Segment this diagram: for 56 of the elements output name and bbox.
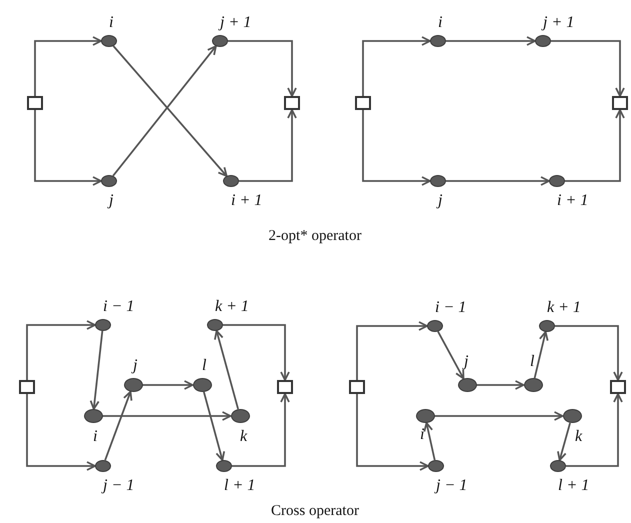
node-label: i: [438, 15, 442, 31]
node-label: j + 1: [220, 15, 252, 31]
node-label: j: [109, 193, 114, 209]
node-label: i + 1: [231, 193, 262, 209]
arrow: [228, 40, 297, 97]
arrow: [34, 110, 102, 186]
node-label: j: [133, 358, 138, 374]
arrow: [203, 392, 226, 462]
node-label: i: [109, 15, 114, 31]
arrow: [446, 176, 550, 186]
arrow: [555, 325, 623, 381]
node-label: i: [93, 429, 98, 445]
arrow: [26, 320, 96, 380]
node-label: l + 1: [558, 478, 590, 494]
arrow: [223, 324, 290, 381]
caption: 2-opt* operator: [268, 228, 362, 245]
arrow: [557, 422, 571, 462]
node-label: i: [420, 427, 424, 443]
node-label: i − 1: [435, 300, 466, 316]
arrow: [437, 331, 464, 380]
caption: Cross operator: [271, 503, 359, 520]
arrow: [356, 321, 428, 380]
arrow: [356, 394, 429, 471]
arrow: [214, 330, 239, 410]
node-label: l + 1: [224, 478, 256, 494]
node-label: j: [438, 193, 442, 209]
arrow: [534, 331, 549, 378]
arrow: [476, 380, 524, 390]
arrow: [90, 330, 104, 410]
arrow: [362, 36, 431, 96]
arrow: [565, 109, 625, 182]
node-label: j − 1: [103, 478, 134, 494]
arrow: [566, 393, 623, 467]
arrow: [104, 390, 132, 461]
node-label: k: [575, 429, 582, 445]
node-label: l: [202, 358, 206, 374]
node-label: j: [464, 354, 468, 370]
node-label: k + 1: [547, 300, 581, 316]
node-label: k + 1: [215, 299, 249, 315]
arrow: [239, 109, 297, 182]
node-label: l: [530, 354, 534, 370]
arrow: [232, 393, 290, 467]
arrow: [551, 40, 625, 97]
arrow: [34, 36, 102, 96]
arrow: [446, 36, 536, 46]
arrow: [26, 394, 96, 471]
arrow: [423, 422, 436, 460]
arrow: [102, 411, 232, 421]
node-label: i + 1: [557, 193, 588, 209]
arrow: [142, 380, 194, 390]
node-label: j + 1: [543, 15, 574, 31]
node-label: j − 1: [436, 478, 468, 494]
node-label: i − 1: [103, 299, 134, 315]
arrow: [362, 110, 431, 186]
node-label: k: [240, 429, 248, 445]
arrow: [434, 411, 564, 421]
